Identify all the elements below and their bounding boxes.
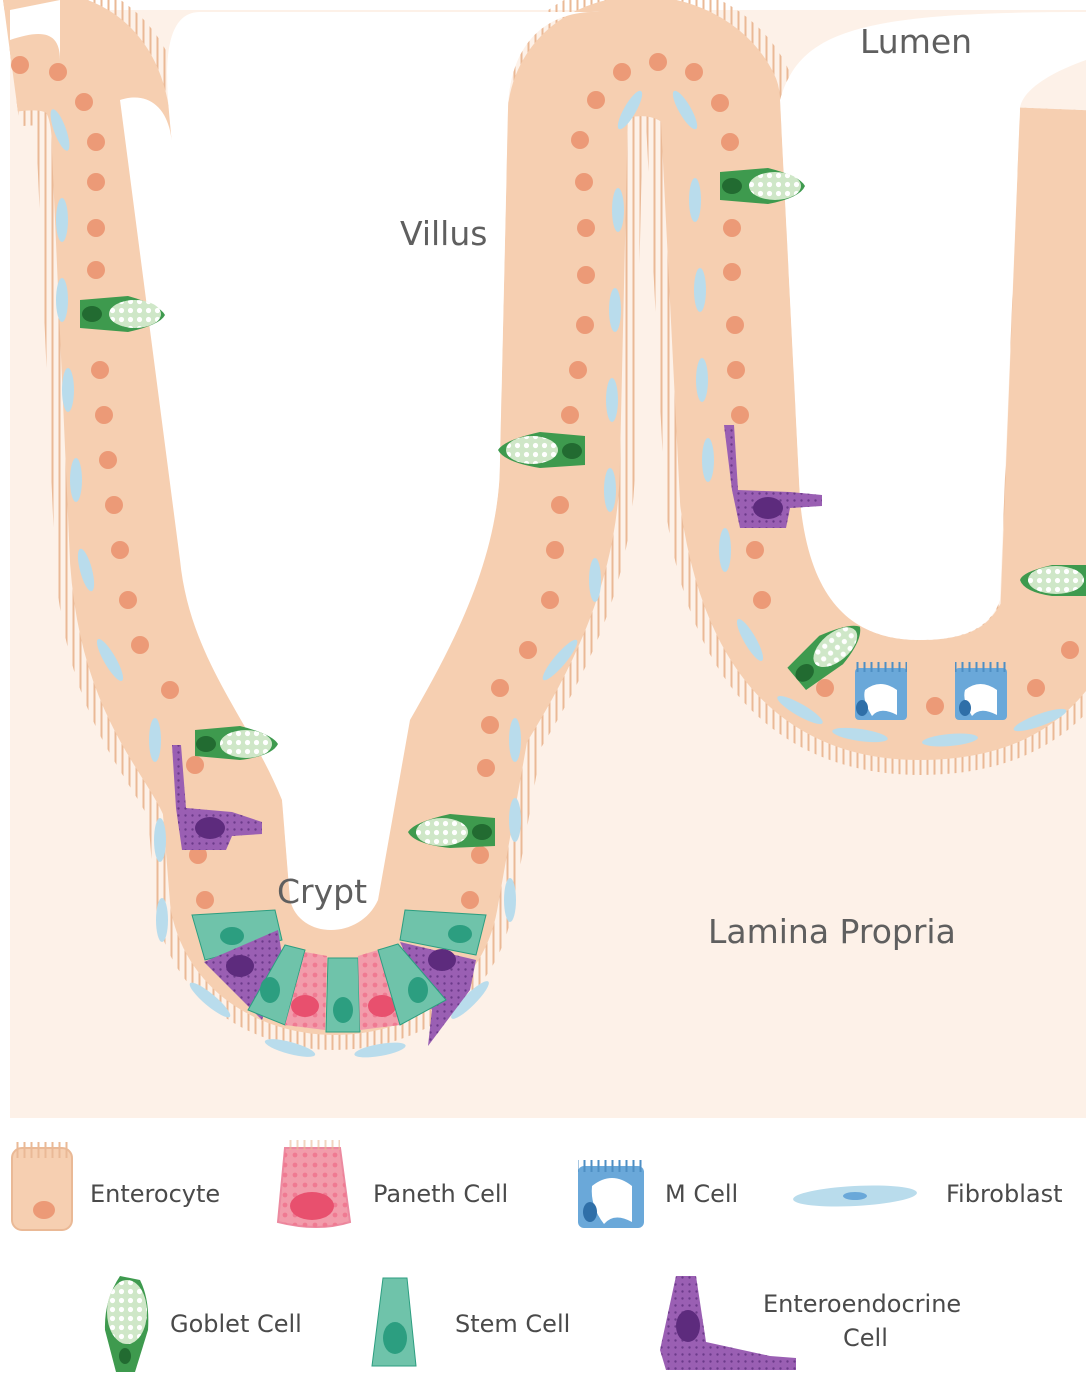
legend-enterocyte-label: Enterocyte bbox=[90, 1180, 220, 1208]
legend-enteroendocrine-label-line2: Cell bbox=[843, 1324, 888, 1352]
legend-paneth-icon bbox=[278, 1140, 350, 1227]
lamina-propria-label: Lamina Propria bbox=[708, 912, 956, 951]
legend-enterocyte-icon bbox=[12, 1142, 72, 1230]
legend-fibroblast-label: Fibroblast bbox=[946, 1180, 1063, 1208]
crypt-label: Crypt bbox=[277, 872, 367, 911]
lumen-label: Lumen bbox=[860, 22, 972, 61]
villus-label: Villus bbox=[400, 214, 487, 253]
legend-stem-label: Stem Cell bbox=[455, 1310, 570, 1338]
legend-enteroendocrine-label: Enteroendocrine bbox=[763, 1290, 961, 1318]
legend-m-cell-icon bbox=[578, 1160, 644, 1228]
legend-goblet-label: Goblet Cell bbox=[170, 1310, 302, 1338]
legend-m-cell-label: M Cell bbox=[665, 1180, 738, 1208]
legend-paneth-label: Paneth Cell bbox=[373, 1180, 508, 1208]
